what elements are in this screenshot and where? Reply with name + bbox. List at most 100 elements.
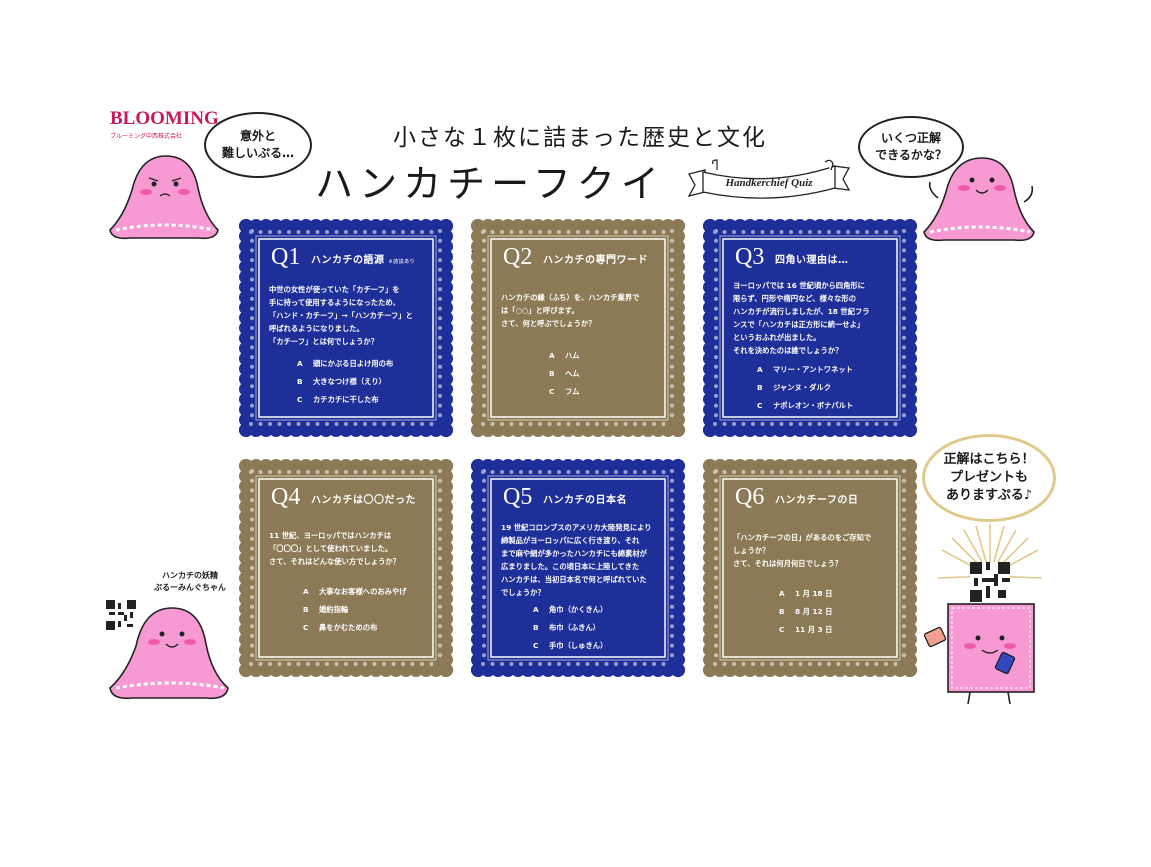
question-body-line: ハンカチの縁（ふち）を、ハンカチ業界で — [501, 293, 640, 302]
option-letter: B — [779, 607, 785, 616]
answer-option[interactable]: B 婚約指輪 — [303, 601, 453, 619]
brand-company: ブルーミング中西株式会社 — [110, 133, 183, 140]
option-letter: A — [303, 587, 309, 596]
question-body-line: 中世の女性が使っていた「カチーフ」を — [269, 285, 400, 294]
quiz-card-q3: Q3 四角い理由は… ヨーロッパでは 16 世紀頃から四角形に限らず、円形や楕円… — [698, 214, 922, 442]
option-letter: C — [779, 625, 785, 634]
question-number: Q5 — [503, 484, 533, 510]
question-body-line: 「カチーフ」とは何でしょうか？ — [269, 337, 379, 346]
quiz-card-panel: Q1 ハンカチの語源 ※諸説あり 中世の女性が使っていた「カチーフ」を手に持って… — [259, 239, 433, 417]
question-body-line: さて、それは何月何日でしょう？ — [733, 559, 843, 568]
question-body: 「ハンカチーフの日」があるのをご存知でしょうか？さて、それは何月何日でしょう？ — [733, 531, 889, 570]
option-text: ナポレオン・ボナパルト — [773, 401, 854, 410]
option-text: ハム — [565, 351, 580, 360]
option-letter: A — [779, 589, 785, 598]
option-letter: A — [549, 351, 555, 360]
mascot-caption: ハンカチの妖精 ぷるーみんぐちゃん — [140, 570, 240, 594]
option-text: 角巾（かくきん） — [549, 605, 608, 614]
question-body-line: でしょうか？ — [501, 588, 545, 597]
answer-option[interactable]: A ハム — [549, 347, 699, 365]
option-text: マリー・アントワネット — [773, 365, 853, 374]
option-text: フム — [565, 387, 580, 396]
option-text: 布巾（ふきん） — [549, 623, 601, 632]
question-body: 11 世紀、ヨーロッパではハンカチは「〇〇〇」として使われていました。さて、それ… — [269, 529, 425, 568]
option-letter: C — [297, 395, 303, 404]
quiz-card-q2: Q2 ハンカチの専門ワード ハンカチの縁（ふち）を、ハンカチ業界では「○○」と呼… — [466, 214, 690, 442]
question-number: Q3 — [735, 244, 765, 270]
option-letter: B — [533, 623, 539, 632]
option-letter: A — [757, 365, 763, 374]
ribbon-banner: Handkerchief Quiz — [687, 159, 851, 199]
speech-bubble-answer: 正解はこちら！ プレゼントもありますぷる♪ — [922, 434, 1056, 522]
bubble-left-line2: 難しいぷる… — [221, 146, 294, 160]
speech-bubble-left: 意外と難しいぷる… — [204, 112, 312, 178]
question-number: Q2 — [503, 244, 533, 270]
option-text: 8 月 12 日 — [795, 607, 833, 616]
option-letter: B — [303, 605, 309, 614]
question-body-line: 「ハンカチーフの日」があるのをご存知で — [733, 533, 872, 542]
quiz-card-panel: Q5 ハンカチの日本名 19 世紀コロンブスのアメリカ大陸発見により綿製品がヨー… — [491, 479, 665, 657]
option-text: カチカチに干した布 — [313, 395, 379, 404]
question-body-line: 綿製品がヨーロッパに広く行き渡り、それ — [501, 536, 640, 545]
question-title-text: ハンカチの日本名 — [543, 495, 627, 506]
handkerchief-mascot-icon — [923, 603, 1035, 705]
bubble-right-line2: できるかな？ — [875, 148, 947, 162]
option-letter: C — [533, 641, 539, 650]
question-body-line: 手に持って使用するようになったため、 — [269, 298, 400, 307]
bubble-answer-line2: プレゼントも — [949, 470, 1028, 485]
quiz-card-panel: Q6 ハンカチーフの日 「ハンカチーフの日」があるのをご存知でしょうか？さて、そ… — [723, 479, 897, 657]
quiz-card-q4: Q4 ハンカチは〇〇だった 11 世紀、ヨーロッパではハンカチは「〇〇〇」として… — [234, 454, 458, 682]
ribbon-text: Handkerchief Quiz — [724, 177, 813, 189]
bubble-answer-line3: ありますぷる♪ — [945, 488, 1033, 503]
question-body-line: というおふれが出ました。 — [733, 333, 821, 342]
question-title: ハンカチの専門ワード — [543, 251, 648, 266]
question-title-text: 四角い理由は… — [775, 255, 849, 266]
option-text: 大きなつけ襟（えり） — [313, 377, 386, 386]
option-text: ジャンヌ・ダルク — [773, 383, 832, 392]
answer-option[interactable]: B 8 月 12 日 — [779, 603, 929, 621]
question-body-line: 呼ばれるようになりました。 — [269, 324, 364, 333]
qr-code-answer-icon[interactable] — [970, 562, 1010, 602]
answer-option[interactable]: C カチカチに干した布 — [297, 391, 447, 409]
question-title: 四角い理由は… — [775, 251, 849, 266]
option-letter: A — [297, 359, 303, 368]
bubble-answer-line1: 正解はこちら！ — [943, 452, 1035, 467]
answer-option[interactable]: A マリー・アントワネット — [757, 361, 907, 379]
mascot-caption-line2: ぷるーみんぐちゃん — [154, 583, 226, 592]
question-body: ハンカチの縁（ふち）を、ハンカチ業界では「○○」と呼びます。さて、何と呼ぶでしょ… — [501, 291, 657, 330]
page-subtitle: 小さな１枚に詰まった歴史と文化 — [392, 125, 768, 151]
brand-logo: BLOOMING ブルーミング中西株式会社 — [110, 108, 219, 140]
option-letter: B — [549, 369, 555, 378]
question-body: ヨーロッパでは 16 世紀頃から四角形に限らず、円形や楕円など、様々な形のハンカ… — [733, 279, 889, 357]
option-text: 婚約指輪 — [319, 605, 349, 614]
question-body-line: 限らず、円形や楕円など、様々な形の — [733, 294, 857, 303]
bubble-left-line1: 意外と — [239, 129, 276, 143]
mascot-caption-line1: ハンカチの妖精 — [162, 571, 218, 580]
question-title-text: ハンカチーフの日 — [775, 495, 859, 506]
question-body-line: 「〇〇〇」として使われていました。 — [269, 544, 393, 553]
mascot-happy-icon — [923, 157, 1035, 242]
question-body-line: 広まりました。この頃日本に上陸してきた — [501, 562, 640, 571]
question-title: ハンカチの語源 ※諸説あり — [311, 251, 415, 266]
mascot-bottom-icon — [109, 607, 229, 700]
answer-option[interactable]: B 布巾（ふきん） — [533, 619, 683, 637]
question-number: Q4 — [271, 484, 301, 510]
quiz-card-q1: Q1 ハンカチの語源 ※諸説あり 中世の女性が使っていた「カチーフ」を手に持って… — [234, 214, 458, 442]
